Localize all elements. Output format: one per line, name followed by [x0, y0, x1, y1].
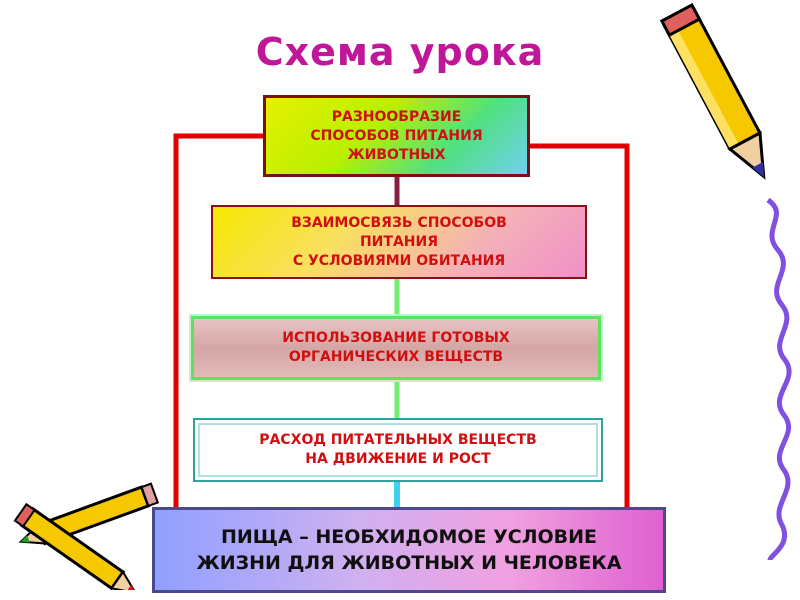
page-title: Схема урока: [255, 30, 545, 74]
pencil-clipart: [660, 2, 766, 180]
right-frame-line: [530, 143, 630, 508]
squiggle-line: [766, 197, 792, 561]
box-1-line-2: СПОСОБОВ ПИТАНИЯ: [310, 127, 483, 144]
box-nutrient-use: РАСХОД ПИТАТЕЛЬНЫХ ВЕЩЕСТВ НА ДВИЖЕНИЕ И…: [193, 418, 603, 482]
box-5-line-1: ПИЩА – НЕОБХИДОМОЕ УСЛОВИЕ: [220, 526, 598, 548]
box-organic-substances: ИСПОЛЬЗОВАНИЕ ГОТОВЫХ ОРГАНИЧЕСКИХ ВЕЩЕС…: [189, 314, 603, 382]
box-2-line-1: ВЗАИМОСВЯЗЬ СПОСОБОВ: [291, 214, 507, 231]
box-2-line-3: С УСЛОВИЯМИ ОБИТАНИЯ: [292, 252, 506, 269]
box-feeding-diversity: РАЗНООБРАЗИЕ СПОСОБОВ ПИТАНИЯ ЖИВОТНЫХ: [263, 95, 530, 177]
box-5-line-2: ЖИЗНИ ДЛЯ ЖИВОТНЫХ И ЧЕЛОВЕКА: [196, 552, 622, 574]
box-4-line-1: РАСХОД ПИТАТЕЛЬНЫХ ВЕЩЕСТВ: [259, 432, 537, 448]
box-4-line-2: НА ДВИЖЕНИЕ И РОСТ: [305, 451, 491, 467]
box-1-line-3: ЖИВОТНЫХ: [347, 146, 446, 163]
crossed-pencils-clipart: [13, 482, 160, 590]
box-3-line-1: ИСПОЛЬЗОВАНИЕ ГОТОВЫХ: [282, 330, 510, 346]
box-3-line-2: ОРГАНИЧЕСКИХ ВЕЩЕСТВ: [288, 349, 504, 365]
box-1-line-1: РАЗНООБРАЗИЕ: [331, 108, 462, 125]
box-2-line-2: ПИТАНИЯ: [359, 233, 439, 250]
box-habitat-relation: ВЗАИМОСВЯЗЬ СПОСОБОВ ПИТАНИЯ С УСЛОВИЯМИ…: [211, 205, 587, 279]
left-frame-line: [173, 133, 263, 508]
box-food-condition: ПИЩА – НЕОБХИДОМОЕ УСЛОВИЕ ЖИЗНИ ДЛЯ ЖИВ…: [152, 507, 666, 593]
